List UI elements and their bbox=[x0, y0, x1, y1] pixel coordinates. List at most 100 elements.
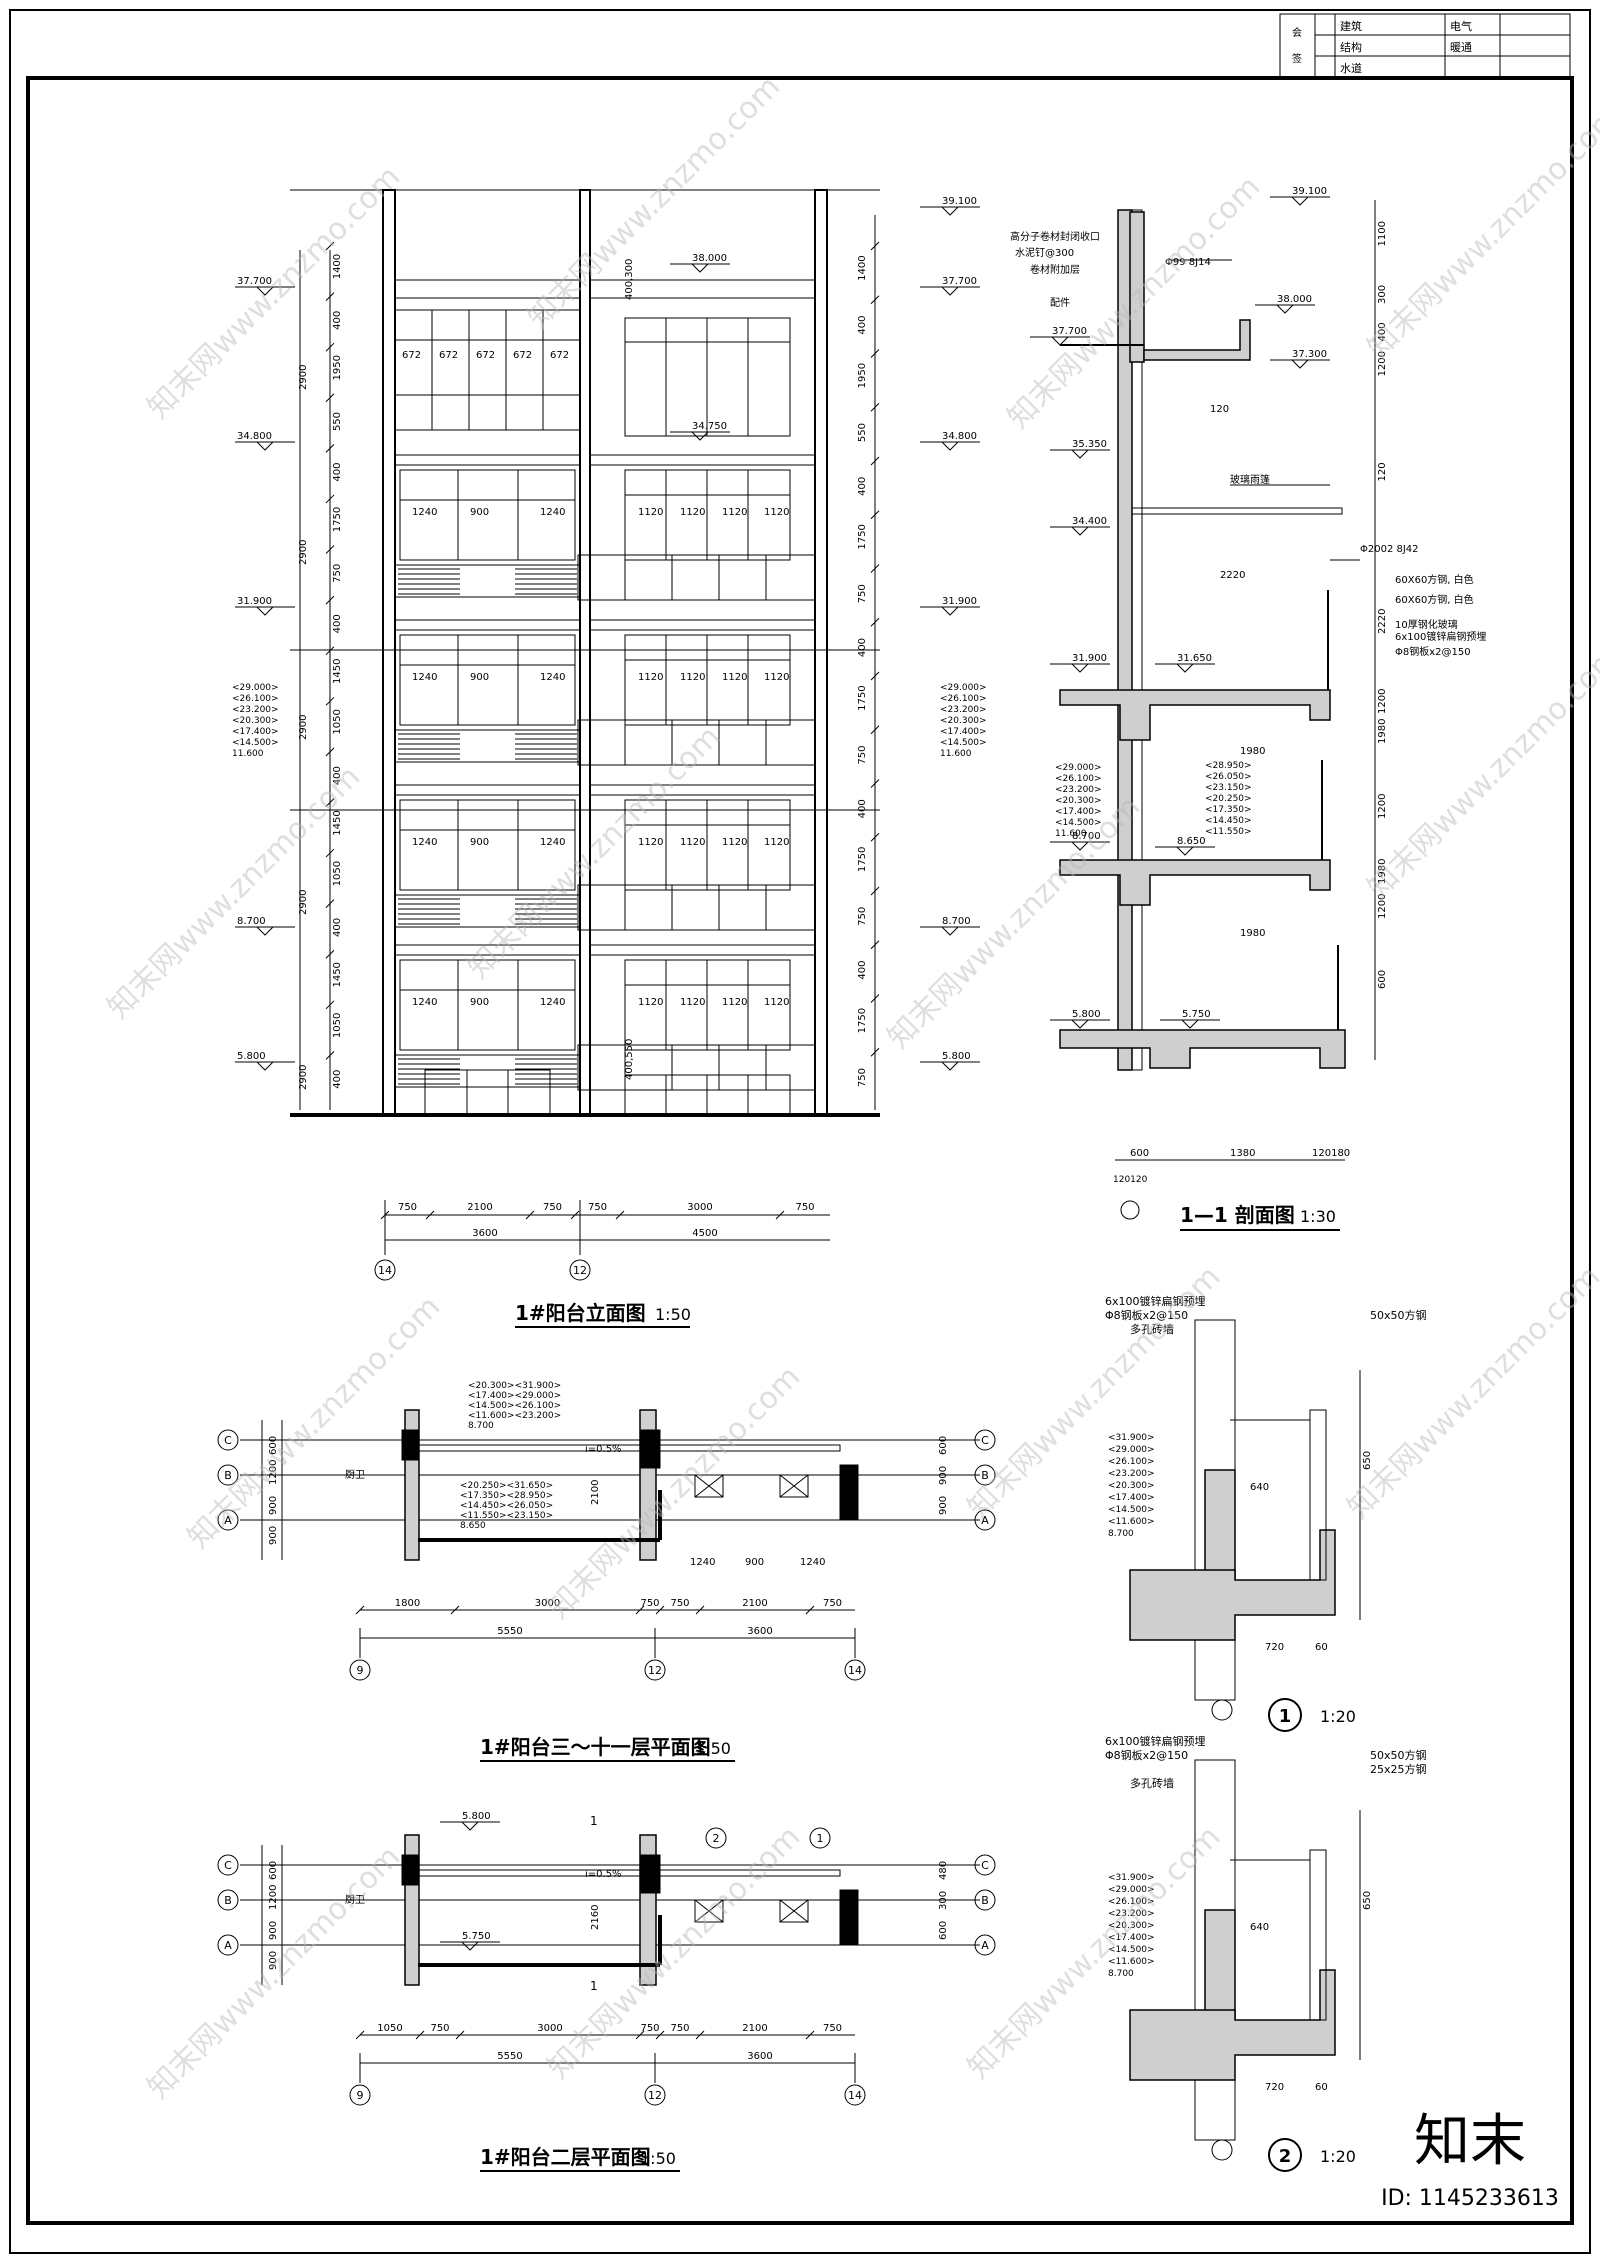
detail-ref-1: 1 bbox=[809, 1827, 831, 1849]
level-value: 5.800 bbox=[237, 1051, 266, 1062]
section-typical-left: <26.100> bbox=[1055, 774, 1102, 784]
plan-dim-total: 5550 bbox=[497, 2051, 522, 2062]
section-parapet bbox=[1129, 211, 1145, 363]
window-dim: 1120 bbox=[638, 672, 663, 683]
section-dim-value: 1980 bbox=[1240, 928, 1265, 939]
column-left bbox=[382, 189, 396, 1116]
dim-total: 2900 bbox=[298, 540, 309, 565]
typical-level-right: <20.300> bbox=[940, 716, 987, 726]
level-value: 8.700 bbox=[942, 916, 971, 927]
dim-value: 400 bbox=[332, 766, 343, 785]
window-dim: 900 bbox=[470, 837, 489, 848]
level-value: 5.750 bbox=[1182, 1009, 1211, 1020]
detail-ref-2: 2 bbox=[705, 1827, 727, 1849]
plan-second-title: 1#阳台二层平面图 bbox=[480, 2145, 651, 2169]
floor-band bbox=[589, 454, 816, 466]
plan-inner-dim: 900 bbox=[745, 1557, 764, 1568]
section-dim-value: 1980 bbox=[1377, 719, 1388, 744]
axis-circle bbox=[569, 1259, 591, 1281]
detail-note: 50x50方钢 bbox=[1370, 1748, 1427, 1762]
column-right bbox=[814, 189, 828, 1116]
window-dim-top: 672 bbox=[439, 350, 458, 361]
plan-dim-value: 3000 bbox=[535, 1598, 560, 1609]
typical-level-left: <14.500> bbox=[232, 738, 279, 748]
level-left: 37.700 bbox=[235, 276, 295, 296]
plan-window-line bbox=[417, 1444, 641, 1452]
plan-dim-value: 750 bbox=[430, 2023, 449, 2034]
detail-dim: 650 bbox=[1362, 1451, 1373, 1470]
plan-typical-title: 1#阳台三～十一层平面图 bbox=[480, 1735, 711, 1759]
dim-tick bbox=[870, 349, 880, 358]
axis-label: B bbox=[224, 1894, 232, 1907]
floor-band bbox=[394, 944, 581, 956]
axis-circle bbox=[844, 2084, 866, 2106]
detail-level: <11.600> bbox=[1108, 1957, 1155, 1967]
dim-value: 1400 bbox=[857, 255, 868, 280]
balcony-door-left bbox=[399, 799, 576, 891]
section-note: Φ99 8J14 bbox=[1165, 257, 1211, 268]
section-typical-right: <14.450> bbox=[1205, 816, 1252, 826]
dim-total: 2900 bbox=[298, 715, 309, 740]
dim-tick bbox=[325, 545, 335, 554]
level-mid: 34.750 bbox=[670, 421, 730, 441]
balcony-door-left bbox=[399, 634, 576, 726]
dim-tick bbox=[870, 725, 880, 735]
window-dim: 1120 bbox=[638, 997, 663, 1008]
axis-circle bbox=[217, 1889, 239, 1911]
section-dim-value: 1980 bbox=[1240, 746, 1265, 757]
watermark-text: 知末网www.znzmo.com bbox=[1361, 639, 1600, 905]
axis-circle bbox=[974, 1509, 996, 1531]
axis-label: C bbox=[224, 1859, 232, 1872]
room-label: 厨卫 bbox=[345, 1469, 365, 1481]
detail-level: <20.300> bbox=[1108, 1481, 1155, 1491]
window-dim-top: 672 bbox=[513, 350, 532, 361]
dim-tick bbox=[455, 2030, 465, 2040]
glass-railing bbox=[577, 1044, 816, 1091]
dim-tick bbox=[775, 1210, 785, 1220]
axis-label: 14 bbox=[848, 2089, 862, 2102]
detail-level: <17.400> bbox=[1108, 1493, 1155, 1503]
plan-dim-value: 300 bbox=[938, 1891, 949, 1910]
section-dim-value: 600 bbox=[1130, 1148, 1149, 1159]
level-value: 31.900 bbox=[237, 596, 272, 607]
row-axis-left: C bbox=[217, 1854, 239, 1876]
dim-tick bbox=[870, 940, 880, 950]
dim-tick bbox=[615, 1210, 625, 1220]
section-dim-value: 1200 bbox=[1377, 351, 1388, 376]
plan-dim-value: 900 bbox=[938, 1496, 949, 1515]
detail-level: <11.600> bbox=[1108, 1517, 1155, 1527]
level-value: 34.800 bbox=[942, 431, 977, 442]
watermark-id: ID: 1145233613 bbox=[1381, 2186, 1559, 2211]
detail-note: 6x100镀锌扁钢预埋 bbox=[1105, 1294, 1206, 1308]
dim-tick bbox=[805, 1605, 815, 1615]
axis-label: 14 bbox=[378, 1264, 392, 1277]
dim-value: 750 bbox=[857, 1068, 868, 1087]
dim-value: 750 bbox=[857, 584, 868, 603]
section-dim-value: 2220 bbox=[1220, 570, 1245, 581]
watermark-text: 知末网www.znzmo.com bbox=[541, 1359, 807, 1625]
dim-value: 750 bbox=[795, 1202, 814, 1213]
level-triangle bbox=[940, 926, 960, 936]
axis-circle bbox=[705, 1827, 727, 1849]
plan-column bbox=[401, 1854, 419, 1886]
plan-level-top: <14.500><26.100> bbox=[468, 1401, 561, 1411]
ground-window-left bbox=[424, 1069, 551, 1116]
dim-tick bbox=[870, 456, 880, 466]
plan-window-line bbox=[659, 1444, 841, 1452]
section-level: 34.400 bbox=[1050, 516, 1110, 536]
section-level: 35.350 bbox=[1050, 439, 1110, 459]
plan-dim-value: 480 bbox=[938, 1861, 949, 1880]
section-cut-mark: 1 bbox=[590, 1814, 598, 1828]
level-triangle bbox=[460, 1941, 480, 1951]
section-dim-value: 1200 bbox=[1377, 894, 1388, 919]
axis-circle bbox=[217, 1509, 239, 1531]
axis-circle bbox=[974, 1934, 996, 1956]
plan-dim-value: 750 bbox=[670, 2023, 689, 2034]
axis-circle bbox=[974, 1889, 996, 1911]
row-axis-right: C bbox=[974, 1854, 996, 1876]
row-axis-right: A bbox=[974, 1509, 996, 1531]
dim-value: 1750 bbox=[857, 685, 868, 710]
dim-tick bbox=[325, 747, 335, 757]
